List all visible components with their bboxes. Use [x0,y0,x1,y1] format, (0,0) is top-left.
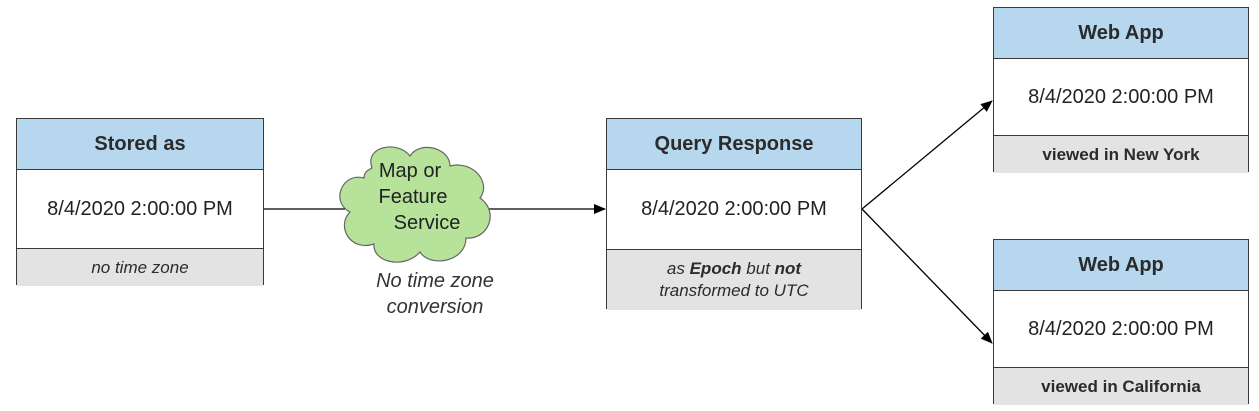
service-label: Map or Feature Service [355,158,475,236]
webapp-ny-note: viewed in New York [994,135,1248,173]
query-note-epoch: Epoch [689,259,742,278]
webapp-ca-note: viewed in California [994,367,1248,405]
stored-note: no time zone [17,248,263,286]
stored-title: Stored as [17,119,263,170]
service-label-line3: Service [393,212,461,234]
query-note-line2: transformed to UTC [659,281,809,300]
service-caption-line1: No time zone [376,270,494,292]
service-label-line2: Feature [378,186,448,208]
query-title: Query Response [607,119,861,170]
service-caption-line2: conversion [386,296,484,318]
webapp-ca-title: Web App [994,240,1248,291]
webapp-ny-box: Web App 8/4/2020 2:00:00 PM viewed in Ne… [993,7,1249,173]
query-note: as Epoch but not transformed to UTC [607,249,861,310]
webapp-ca-box: Web App 8/4/2020 2:00:00 PM viewed in Ca… [993,239,1249,405]
arrow-query-to-webapp-ca [861,208,993,344]
query-note-line1: as Epoch but not [667,258,801,280]
service-label-line1: Map or [378,160,442,182]
query-box: Query Response 8/4/2020 2:00:00 PM as Ep… [606,118,862,310]
query-note-but: but [746,259,770,278]
webapp-ny-value: 8/4/2020 2:00:00 PM [1028,85,1214,108]
arrow-query-to-webapp-ny [861,100,993,210]
stored-box: Stored as 8/4/2020 2:00:00 PM no time zo… [16,118,264,286]
webapp-ny-title: Web App [994,8,1248,59]
cloud-shape [339,146,491,263]
query-note-not: not [774,259,802,278]
stored-value: 8/4/2020 2:00:00 PM [47,197,233,220]
webapp-ca-value: 8/4/2020 2:00:00 PM [1028,317,1214,340]
query-note-as: as [666,259,685,278]
service-caption: No time zone conversion [345,268,525,320]
query-value: 8/4/2020 2:00:00 PM [641,198,827,220]
